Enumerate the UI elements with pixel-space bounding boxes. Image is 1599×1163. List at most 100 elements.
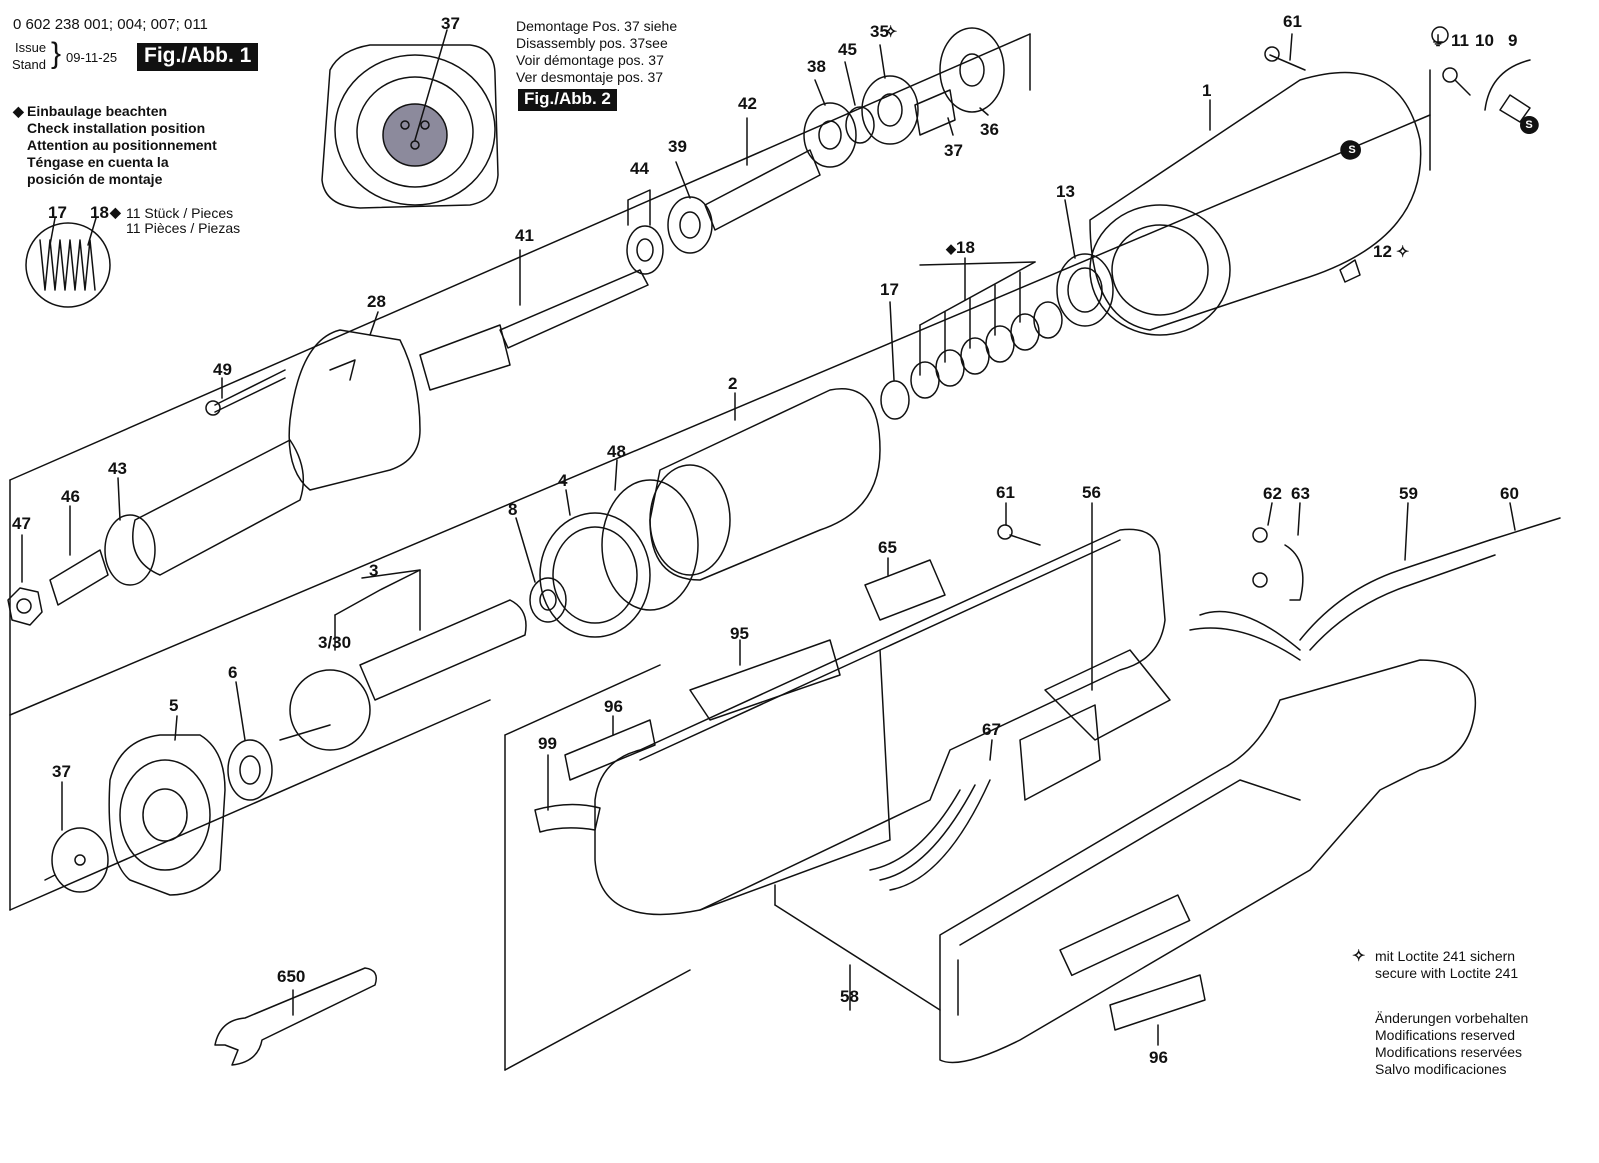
part-label-13: 13 xyxy=(1056,182,1075,201)
part-label-47: 47 xyxy=(12,514,31,533)
label-plate-96-bottom xyxy=(1109,974,1206,1046)
stand-label: Stand xyxy=(12,57,46,72)
figure-2-tag: Fig./Abb. 2 xyxy=(518,89,617,111)
collet-nut-47 xyxy=(7,534,43,626)
label-plate-65 xyxy=(864,557,946,621)
part-label-18-inset: 18 xyxy=(90,203,109,222)
disassembly-note-line: Demontage Pos. 37 siehe xyxy=(516,18,678,34)
set-screw-12 xyxy=(1339,259,1361,283)
part-label-18: ◆18 xyxy=(946,238,975,258)
document-number: 0 602 238 001; 004; 007; 011 xyxy=(13,16,208,33)
collet-46 xyxy=(49,505,109,606)
ring-45 xyxy=(844,61,875,144)
part-label-56: 56 xyxy=(1082,483,1101,502)
sleeve-4 xyxy=(539,489,651,638)
bottom-guide-line xyxy=(504,969,691,1071)
part-label-36: 36 xyxy=(980,120,999,139)
installation-note-line: Attention au positionnement xyxy=(27,137,217,153)
part-label-17: 17 xyxy=(880,280,899,299)
wrench-650 xyxy=(214,967,377,1066)
part-label-4: 4 xyxy=(558,471,568,490)
part-label-37-fig2: 37 xyxy=(441,14,460,33)
part-label-99: 99 xyxy=(538,734,557,753)
part-label-95: 95 xyxy=(730,624,749,643)
loctite-note-line: secure with Loctite 241 xyxy=(1375,965,1519,981)
part-18-number: 18 xyxy=(956,238,975,257)
bracket-3-top xyxy=(361,569,421,579)
part-label-3: 3 xyxy=(369,561,379,580)
ring-48 xyxy=(601,459,699,611)
installation-note-symbol: ◆ xyxy=(13,103,24,119)
label-plate-99 xyxy=(534,754,601,833)
part-label-45: 45 xyxy=(838,40,857,59)
part-label-8: 8 xyxy=(508,500,518,519)
washer-44 xyxy=(626,189,664,275)
installation-note-line: Téngase en cuenta la xyxy=(27,154,169,170)
part-label-44: 44 xyxy=(630,159,649,178)
part-label-42: 42 xyxy=(738,94,757,113)
modifications-note-line: Änderungen vorbehalten xyxy=(1375,1010,1529,1026)
bearing-8 xyxy=(515,517,567,623)
loctite-note-line: mit Loctite 241 sichern xyxy=(1375,948,1516,964)
wires-67 xyxy=(869,739,993,891)
screw-61-mid xyxy=(997,502,1041,546)
bearing-39 xyxy=(667,161,713,254)
part-label-17-inset: 17 xyxy=(48,203,67,222)
part-label-9: 9 xyxy=(1508,31,1518,50)
part-18-diamond: ◆ xyxy=(946,241,956,256)
installation-note-line: Check installation position xyxy=(27,120,206,136)
pieces-note-symbol: ◆ xyxy=(110,204,121,220)
screw-49 xyxy=(205,369,286,416)
nut-36 xyxy=(939,27,1005,116)
part-label-28: 28 xyxy=(367,292,386,311)
flange-37-top xyxy=(914,89,956,136)
modifications-note-line: Modifications reserved xyxy=(1375,1027,1516,1043)
part-label-60: 60 xyxy=(1500,484,1519,503)
label-plate-95 xyxy=(689,639,841,721)
part-label-650: 650 xyxy=(277,967,306,986)
bearing-38 xyxy=(803,79,857,168)
housing-shell-left xyxy=(594,528,1166,1011)
spring-inset-detail xyxy=(25,217,111,308)
housing-shell-right xyxy=(849,659,1477,1064)
bearing-6 xyxy=(227,681,273,801)
field-coil-2 xyxy=(649,388,881,581)
loctite-star-icon: ✧ xyxy=(884,24,898,41)
part-label-67: 67 xyxy=(982,720,1001,739)
part-label-62: 62 xyxy=(1263,484,1282,503)
middle-guide-line xyxy=(9,114,1431,716)
part-label-39: 39 xyxy=(668,137,687,156)
issue-date: 09-11-25 xyxy=(66,50,118,65)
pieces-note-line: 11 Stück / Pieces xyxy=(126,205,234,221)
installation-note-line: Einbaulage beachten xyxy=(27,103,168,119)
figure-1-tag: Fig./Abb. 1 xyxy=(137,43,259,71)
part-label-63: 63 xyxy=(1291,484,1310,503)
loctite-star-icon: ✧ xyxy=(1352,948,1366,965)
o-ring-17 xyxy=(880,301,910,420)
shaft-42 xyxy=(704,117,821,231)
label-plate-96-left xyxy=(564,715,656,781)
bottom-top-guide-line xyxy=(504,664,661,736)
nose-housing-43 xyxy=(104,439,305,586)
bearing-35 xyxy=(861,44,919,145)
part-label-12: 12 xyxy=(1373,242,1392,261)
part-label-11: 11 xyxy=(1451,31,1469,50)
power-cord-59-60 xyxy=(1189,502,1561,661)
ground-screw-11 xyxy=(1431,26,1471,96)
service-part-badge: S xyxy=(1343,141,1361,159)
pieces-note-line: 11 Pièces / Piezas xyxy=(126,220,241,236)
disassembly-note-line: Disassembly pos. 37see xyxy=(516,35,668,51)
part-label-41: 41 xyxy=(515,226,534,245)
part-label-43: 43 xyxy=(108,459,127,478)
end-shield-5 xyxy=(108,715,226,896)
rotor-3 xyxy=(279,569,527,751)
disassembly-note-line: Ver desmontaje pos. 37 xyxy=(516,69,664,85)
part-label-61-top: 61 xyxy=(1283,12,1302,31)
part-label-46: 46 xyxy=(61,487,80,506)
part-label-96-left: 96 xyxy=(604,697,623,716)
part-label-61-mid: 61 xyxy=(996,483,1015,502)
flange-37-bottom xyxy=(44,781,109,893)
disassembly-note-line: Voir démontage pos. 37 xyxy=(516,52,664,68)
lower-guide-line xyxy=(9,699,491,911)
